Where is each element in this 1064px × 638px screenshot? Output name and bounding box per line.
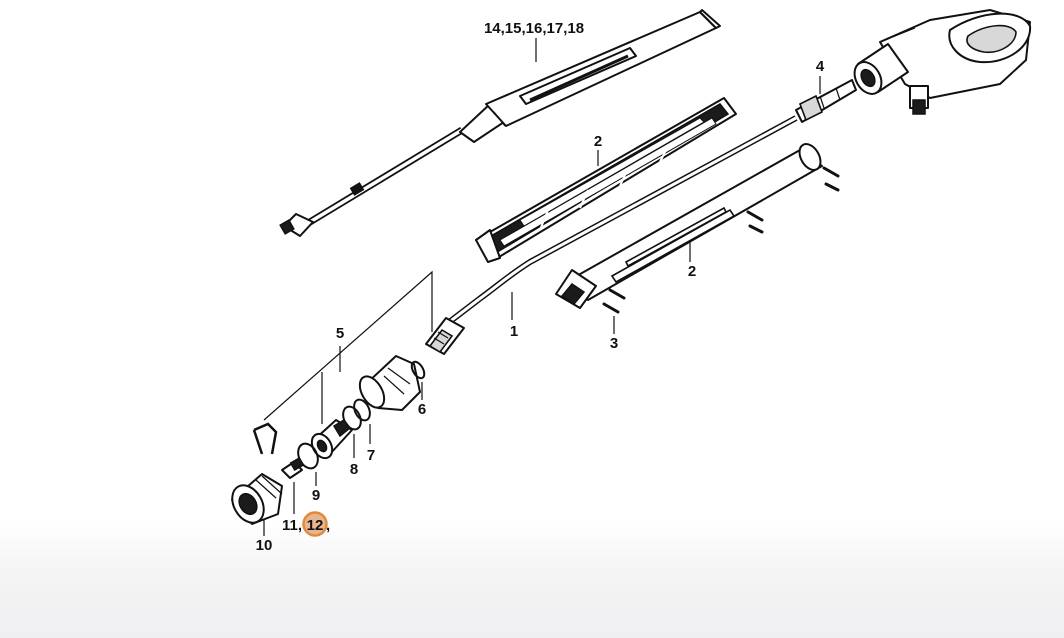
highlight-marker-circle [302,511,328,537]
label-nozzle-part-highlighted[interactable]: 12 [307,517,324,534]
handle-half-lower [555,143,823,309]
label-nozzle-part-prefix[interactable]: 11, [282,517,302,534]
label-o-ring-small[interactable]: 6 [418,401,426,418]
trigger-gun-drawing [853,9,1032,115]
assembly-bracket-lines [263,270,433,424]
background-floor-band [0,520,1064,638]
connector-part [795,76,857,123]
nozzle-nut-part [358,355,426,411]
label-nozzle-assembly[interactable]: 5 [336,325,344,342]
part-labels: 14,15,16,17,18 2 4 2 1 3 5 6 7 8 9 10 11… [256,20,825,554]
clip-part [252,422,278,455]
label-handle-half-top[interactable]: 2 [594,133,602,150]
handle-half-upper [475,97,737,263]
label-handle-half-bottom[interactable]: 2 [688,263,696,280]
cap-part [231,473,283,536]
wand-assembly-drawing [279,9,721,237]
label-connector[interactable]: 4 [816,58,825,75]
label-cap[interactable]: 10 [256,537,273,554]
label-screw[interactable]: 3 [610,335,618,352]
screws-part [602,166,840,334]
label-o-ring-9[interactable]: 9 [312,487,320,504]
small-nozzle-part [281,457,305,514]
nozzle-body-part [310,419,353,460]
spray-tube-part [425,115,798,355]
label-wand-set[interactable]: 14,15,16,17,18 [484,20,584,37]
label-o-ring-8[interactable]: 8 [350,461,358,478]
label-spray-tube[interactable]: 1 [510,323,518,340]
label-o-ring-7[interactable]: 7 [367,447,375,464]
label-nozzle-part-suffix: , [326,517,330,534]
